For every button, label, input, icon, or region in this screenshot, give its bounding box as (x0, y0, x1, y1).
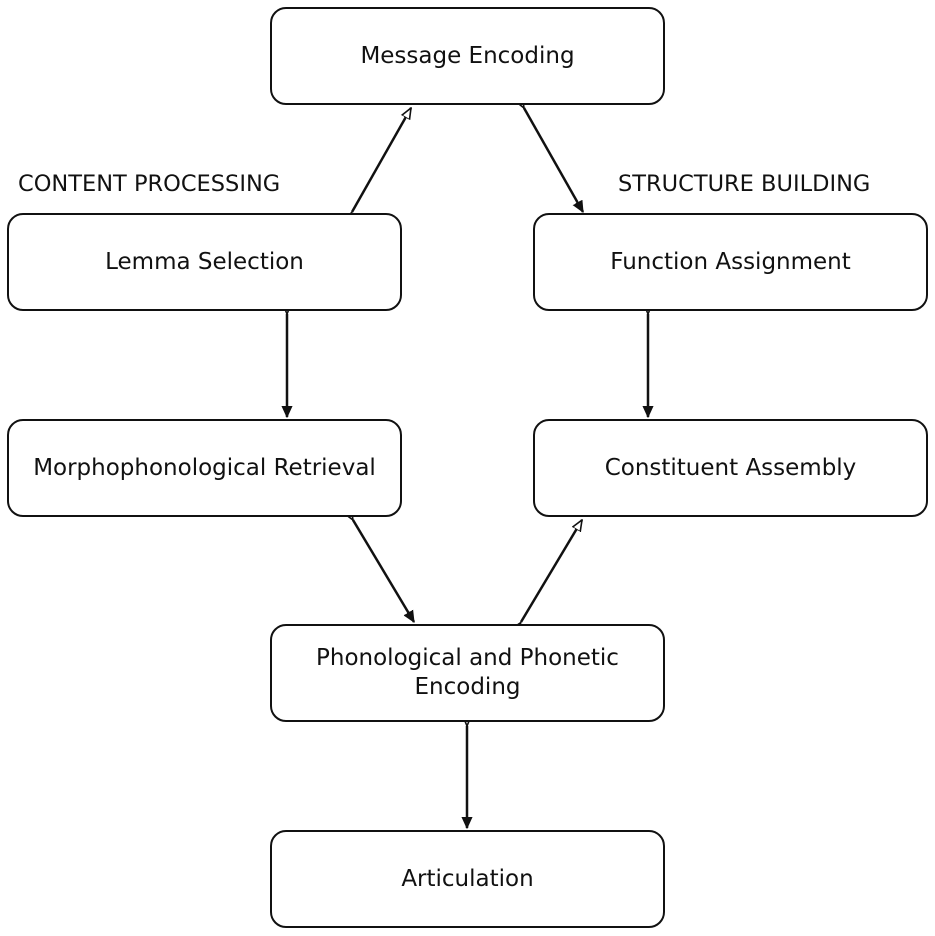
articulation-node: Articulation (270, 830, 665, 928)
phonological-phonetic-encoding-label: Phonological and Phonetic Encoding (316, 645, 619, 700)
edge-constituent-phonological (521, 520, 582, 622)
edge-message-function (524, 108, 585, 212)
edge-message-lemma (352, 108, 413, 212)
phonological-phonetic-encoding-node: Phonological and Phonetic Encoding (270, 624, 665, 722)
articulation-label: Articulation (401, 865, 534, 892)
message-encoding-label: Message Encoding (360, 42, 575, 69)
content-processing-label: CONTENT PROCESSING (18, 171, 281, 197)
structure-building-label: STRUCTURE BUILDING (618, 171, 871, 197)
edge-morpho-phonological (353, 520, 416, 622)
function-assignment-node: Function Assignment (533, 213, 928, 311)
morphophonological-retrieval-node: Morphophonological Retrieval (7, 419, 402, 517)
message-encoding-node: Message Encoding (270, 7, 665, 105)
constituent-assembly-node: Constituent Assembly (533, 419, 928, 517)
lemma-selection-node: Lemma Selection (7, 213, 402, 311)
constituent-assembly-label: Constituent Assembly (604, 454, 857, 481)
function-assignment-label: Function Assignment (610, 248, 851, 275)
lemma-selection-label: Lemma Selection (105, 248, 304, 275)
morphophonological-retrieval-label: Morphophonological Retrieval (33, 454, 376, 481)
